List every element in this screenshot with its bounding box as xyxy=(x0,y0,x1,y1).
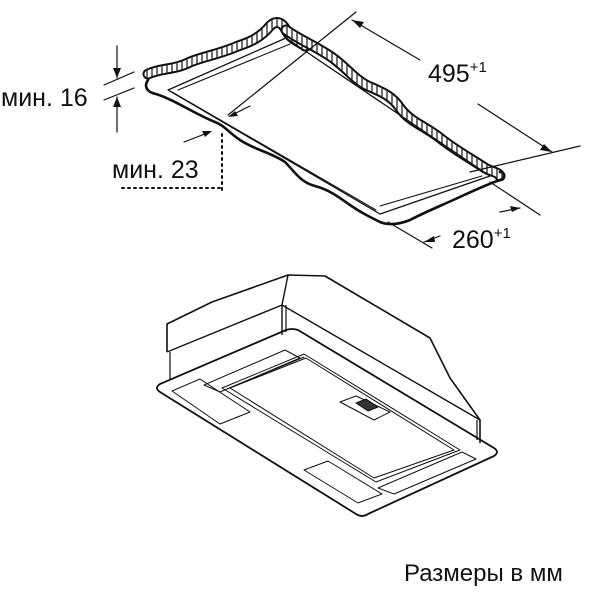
central-panel-outer xyxy=(221,353,461,483)
width-value: 260 xyxy=(452,226,494,254)
hood-bottom-plate xyxy=(156,328,498,517)
dim-495-line xyxy=(351,19,421,61)
width-tolerance: +1 xyxy=(493,224,511,242)
panel-front-outline xyxy=(144,78,506,226)
length-value: 495 xyxy=(428,60,470,88)
dim-495-ext-bottom xyxy=(469,145,581,173)
filter-left xyxy=(171,378,251,425)
label-min-16: мин. 16 xyxy=(1,84,88,112)
hood-box-top xyxy=(166,274,481,443)
label-min-23: мин. 23 xyxy=(112,156,199,184)
control-area xyxy=(339,395,391,421)
cutout-opening xyxy=(167,37,491,215)
units-note: Размеры в мм xyxy=(404,560,563,587)
filter-bottom xyxy=(303,460,383,504)
dim-260-ext xyxy=(387,221,433,249)
central-panel-inner xyxy=(229,357,455,479)
control-switch xyxy=(355,398,379,412)
length-tolerance: +1 xyxy=(469,58,487,76)
dim-495-ext-top xyxy=(227,11,357,116)
hood-unit-drawing xyxy=(156,274,498,517)
label-length-495: 495+1 xyxy=(428,58,487,88)
filter-right xyxy=(377,451,477,495)
ceiling-cutout-drawing xyxy=(103,11,581,249)
label-width-260: 260+1 xyxy=(452,224,511,254)
filter-top xyxy=(203,349,301,393)
